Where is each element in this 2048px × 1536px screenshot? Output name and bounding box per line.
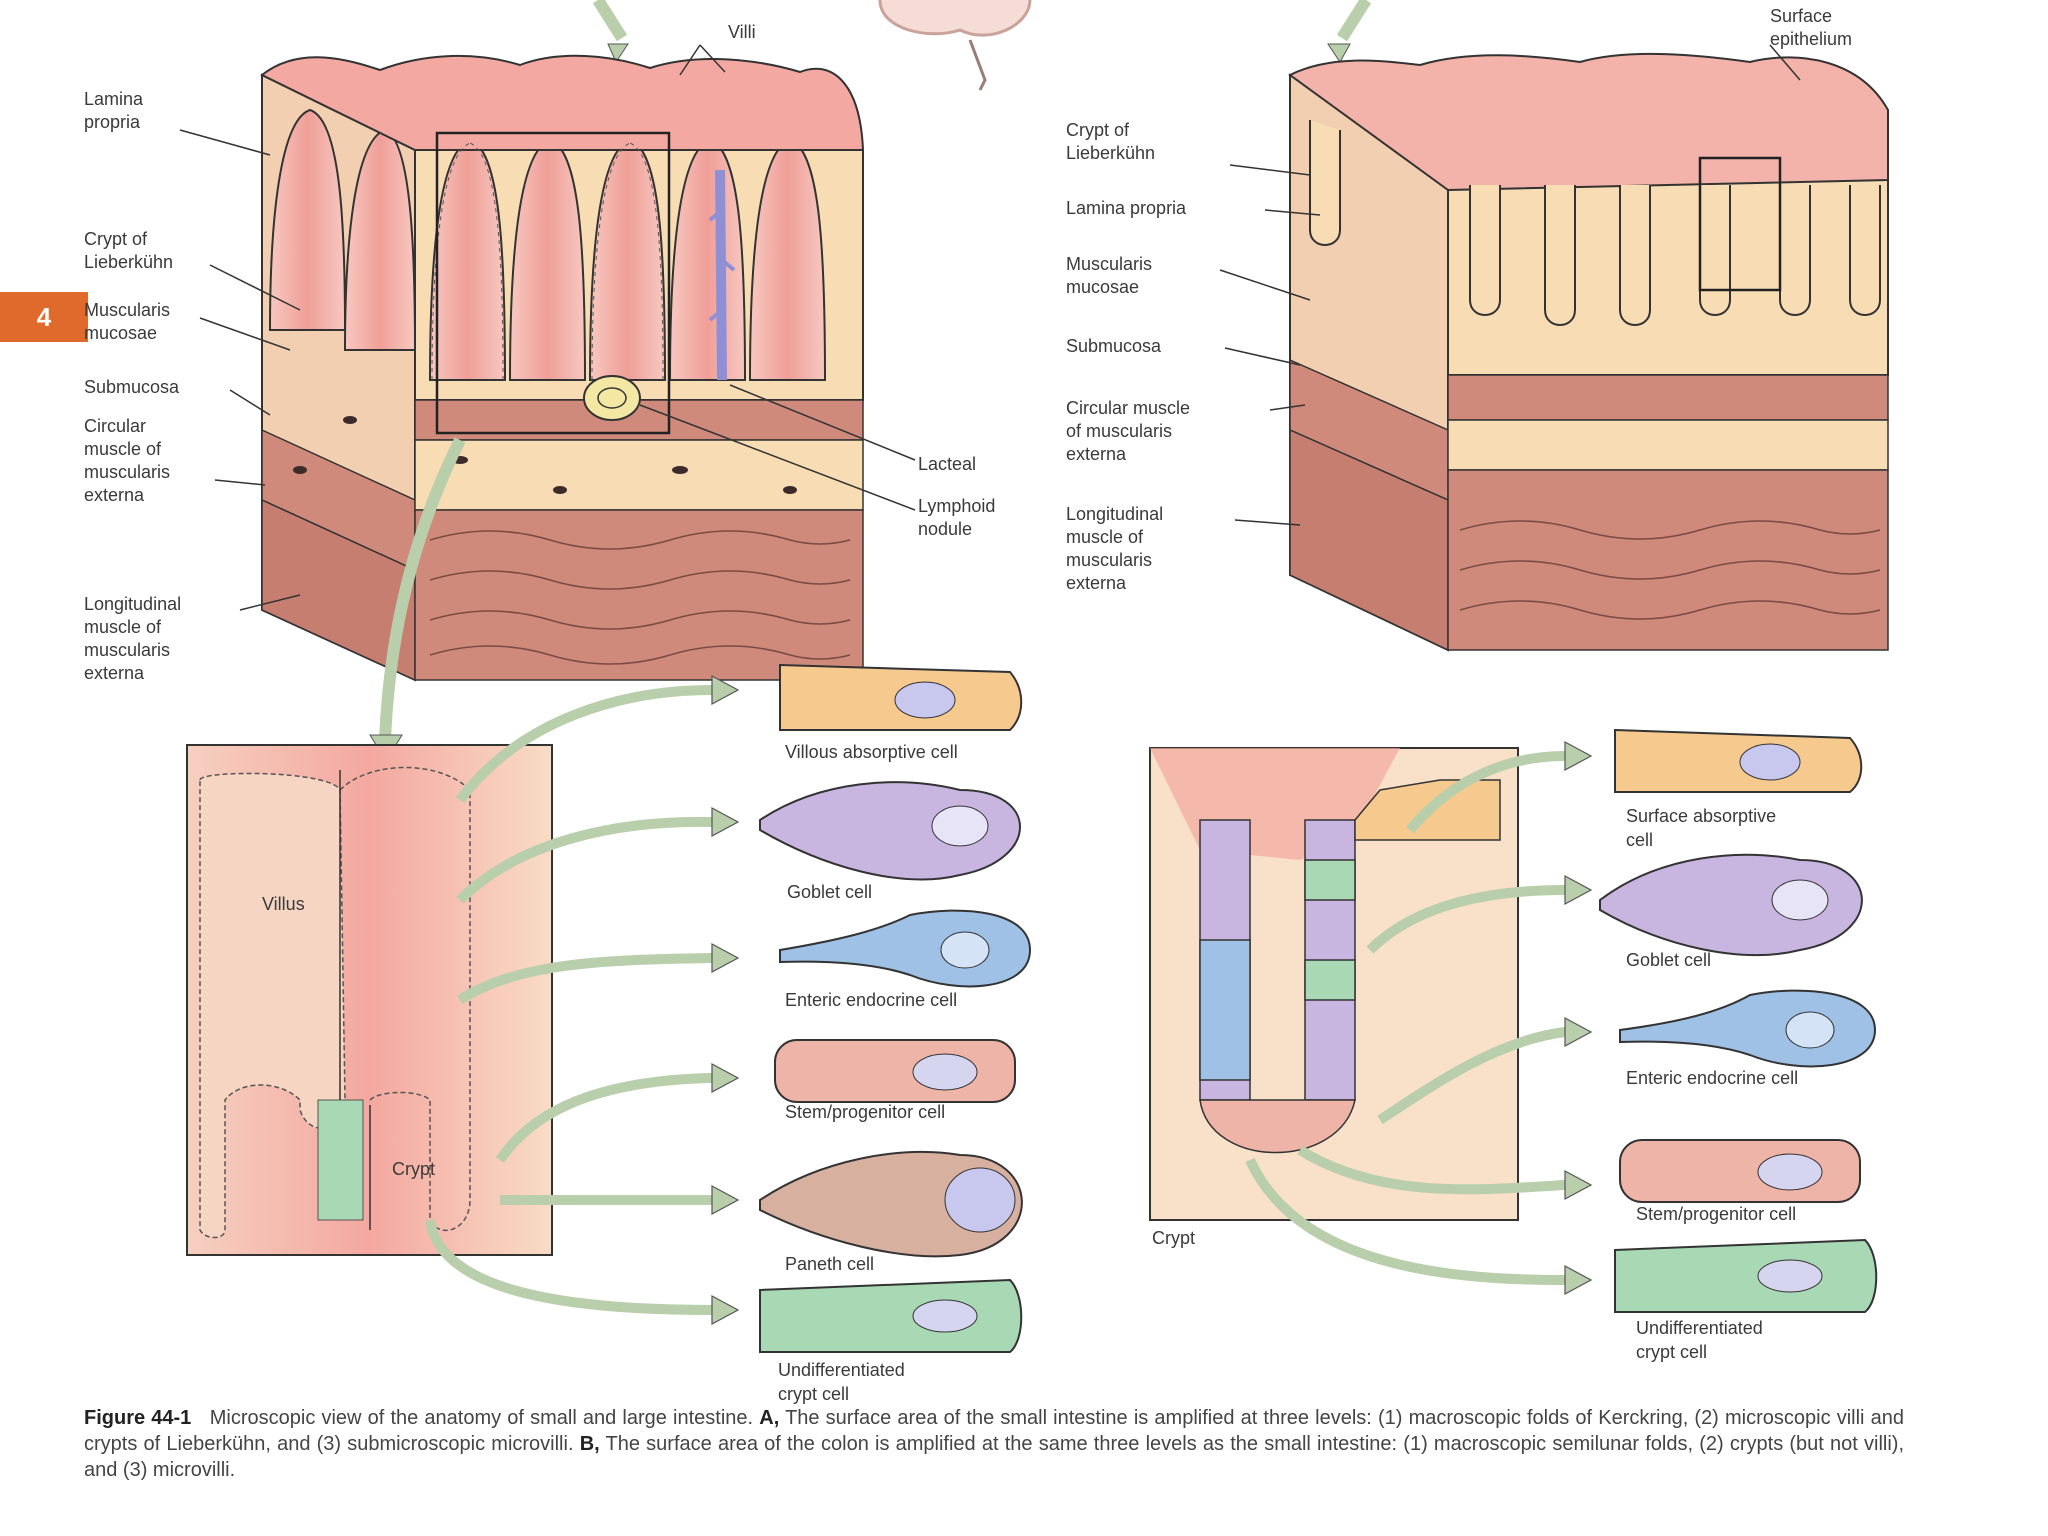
label-longitudinal-muscle-b: Longitudinal muscle of muscularis externa (1066, 504, 1163, 593)
svg-text:Lamina: Lamina (84, 89, 144, 109)
svg-text:Undifferentiated: Undifferentiated (778, 1360, 905, 1380)
label-villi: Villi (728, 22, 756, 42)
surface-absorptive-cell (1614, 728, 1863, 793)
svg-text:propria: propria (84, 112, 141, 132)
svg-text:Crypt of: Crypt of (1066, 120, 1130, 140)
label-submucosa-a: Submucosa (84, 377, 180, 397)
label-lamina-propria-b: Lamina propria (1066, 198, 1187, 218)
label-enteric-endocrine-cell-a: Enteric endocrine cell (785, 990, 957, 1010)
slide-number-badge: 4 (0, 292, 88, 342)
svg-text:Muscularis: Muscularis (1066, 254, 1152, 274)
svg-text:Circular muscle: Circular muscle (1066, 398, 1190, 418)
figure-caption: Figure 44-1 Microscopic view of the anat… (84, 1405, 1904, 1483)
svg-text:muscularis: muscularis (1066, 550, 1152, 570)
svg-text:crypt cell: crypt cell (778, 1384, 849, 1404)
undifferentiated-crypt-cell (759, 1278, 1023, 1353)
label-submucosa-b: Submucosa (1066, 336, 1162, 356)
colon-crypt-detail (1149, 747, 1519, 1221)
svg-text:externa: externa (84, 485, 145, 505)
villous-absorptive-cell (779, 663, 1023, 731)
label-surface-absorptive-cell: Surface absorptive cell (1626, 806, 1776, 850)
label-lacteal: Lacteal (918, 454, 976, 474)
label-undifferentiated-crypt-cell-b: Undifferentiated crypt cell (1636, 1318, 1763, 1362)
panel-b-labels (1219, 44, 1801, 526)
colon-block (1288, 52, 1889, 652)
caption-figure-label: Figure 44-1 (84, 1407, 192, 1429)
label-undifferentiated-crypt-cell-a: Undifferentiated crypt cell (778, 1360, 905, 1404)
svg-text:muscle of: muscle of (84, 617, 162, 637)
label-goblet-cell-a: Goblet cell (787, 882, 872, 902)
svg-text:Longitudinal: Longitudinal (1066, 504, 1163, 524)
label-crypt-lieberkuhn-b: Crypt of Lieberkühn (1066, 120, 1155, 163)
label-crypt-lieberkuhn-a: Crypt of Lieberkühn (84, 229, 173, 272)
caption-a-marker: A, (759, 1407, 780, 1429)
svg-text:of muscularis: of muscularis (1066, 421, 1172, 441)
enteric-endocrine-cell (779, 909, 1032, 988)
svg-text:epithelium: epithelium (1770, 29, 1852, 49)
label-stem-progenitor-cell-b: Stem/progenitor cell (1636, 1204, 1796, 1224)
svg-text:muscle of: muscle of (1066, 527, 1144, 547)
svg-text:externa: externa (1066, 573, 1127, 593)
svg-text:nodule: nodule (918, 519, 972, 539)
caption-text-1: Microscopic view of the anatomy of small… (209, 1407, 754, 1429)
paneth-cell (759, 1151, 1023, 1258)
label-lymphoid-nodule: Lymphoid nodule (918, 496, 995, 539)
label-goblet-cell-b: Goblet cell (1626, 950, 1711, 970)
svg-text:cell: cell (1626, 830, 1653, 850)
svg-text:mucosae: mucosae (84, 323, 157, 343)
label-villus: Villus (262, 894, 305, 914)
svg-text:crypt cell: crypt cell (1636, 1342, 1707, 1362)
label-enteric-endocrine-cell-b: Enteric endocrine cell (1626, 1068, 1798, 1088)
svg-text:Lieberkühn: Lieberkühn (1066, 143, 1155, 163)
panel-a-labels (179, 44, 916, 611)
label-villous-absorptive-cell: Villous absorptive cell (785, 742, 958, 762)
label-paneth-cell: Paneth cell (785, 1254, 874, 1274)
top-arrows (592, 0, 1372, 91)
svg-text:Undifferentiated: Undifferentiated (1636, 1318, 1763, 1338)
small-intestine-cell-arrows (425, 685, 713, 1315)
svg-text:Circular: Circular (84, 416, 146, 436)
caption-text-3: The surface area of the colon is amplifi… (84, 1433, 1905, 1481)
caption-text-2: The surface area of the small intestine … (84, 1407, 1905, 1455)
svg-text:Muscularis: Muscularis (84, 300, 170, 320)
svg-text:externa: externa (84, 663, 145, 683)
svg-text:muscularis: muscularis (84, 640, 170, 660)
svg-text:Longitudinal: Longitudinal (84, 594, 181, 614)
svg-text:muscularis: muscularis (84, 462, 170, 482)
undifferentiated-crypt-cell-colon (1614, 1238, 1878, 1313)
label-muscularis-mucosae-a: Muscularis mucosae (84, 300, 170, 343)
label-surface-epithelium: Surface epithelium (1770, 6, 1852, 49)
caption-b-marker: B, (579, 1433, 600, 1455)
goblet-cell (759, 781, 1021, 881)
colon-cell-arrows (1245, 751, 1566, 1285)
label-circular-muscle-b: Circular muscle of muscularis externa (1066, 398, 1190, 464)
stem-progenitor-cell-colon (1619, 1139, 1861, 1203)
svg-text:Lymphoid: Lymphoid (918, 496, 995, 516)
label-crypt-detail: Crypt (392, 1159, 435, 1179)
svg-text:muscle of: muscle of (84, 439, 162, 459)
label-crypt-colon: Crypt (1152, 1228, 1195, 1248)
goblet-cell-colon (1599, 853, 1863, 956)
svg-text:mucosae: mucosae (1066, 277, 1139, 297)
svg-text:Lieberkühn: Lieberkühn (84, 252, 173, 272)
svg-text:externa: externa (1066, 444, 1127, 464)
svg-text:Crypt of: Crypt of (84, 229, 148, 249)
villus-crypt-detail (186, 437, 553, 1256)
enteric-endocrine-cell-colon (1619, 989, 1877, 1068)
label-longitudinal-muscle-a: Longitudinal muscle of muscularis externa (84, 594, 181, 683)
label-circular-muscle-a: Circular muscle of muscularis externa (84, 416, 170, 505)
label-lamina-propria-a: Lamina propria (84, 89, 144, 132)
small-intestine-block (260, 54, 865, 682)
label-muscularis-mucosae-b: Muscularis mucosae (1066, 254, 1152, 297)
svg-text:Surface absorptive: Surface absorptive (1626, 806, 1776, 826)
stem-progenitor-cell (774, 1039, 1016, 1103)
label-stem-progenitor-cell-a: Stem/progenitor cell (785, 1102, 945, 1122)
svg-text:Surface: Surface (1770, 6, 1832, 26)
